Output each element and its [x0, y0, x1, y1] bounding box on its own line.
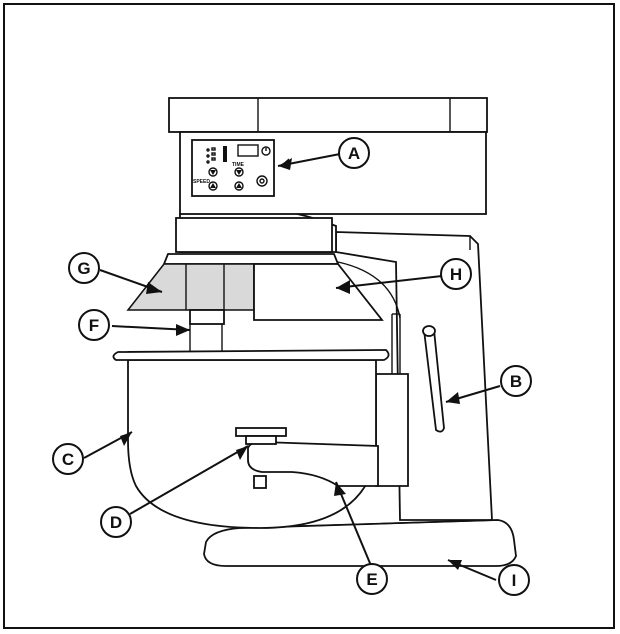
handle-knob	[422, 325, 436, 337]
bowl-clamp-top	[235, 427, 287, 437]
time-down-button-icon	[234, 167, 244, 177]
callout-C: C	[52, 443, 84, 475]
callout-B: B	[500, 365, 532, 397]
svg-text:E: E	[366, 570, 377, 589]
start-button-icon	[256, 175, 268, 187]
svg-text:D: D	[110, 513, 122, 532]
mixer-head-top	[168, 97, 488, 133]
leader-D	[129, 445, 249, 515]
bowl-clamp-nut	[253, 475, 267, 489]
beater-shaft	[189, 309, 225, 325]
callout-H: H	[440, 258, 472, 290]
mixer-base	[203, 519, 517, 567]
svg-text:F: F	[89, 316, 99, 335]
head-collar	[175, 217, 333, 253]
speed-label: SPEED	[193, 179, 210, 185]
callout-I: I	[498, 564, 530, 596]
svg-text:H: H	[450, 265, 462, 284]
speed-up-button-icon	[208, 181, 218, 191]
callout-E: E	[356, 563, 388, 595]
timer-display	[237, 144, 259, 157]
control-panel	[191, 139, 275, 197]
time-up-button-icon	[234, 181, 244, 191]
svg-text:I: I	[512, 571, 517, 590]
mixer-column	[335, 231, 493, 521]
leader-E	[335, 481, 373, 569]
callout-G: G	[68, 252, 100, 284]
speed-indicator	[223, 146, 227, 162]
callout-A: A	[338, 137, 370, 169]
speed-down-button-icon	[208, 167, 218, 177]
leader-H	[335, 275, 443, 289]
callout-D: D	[100, 506, 132, 538]
guard-ring	[162, 253, 340, 265]
timer-knob-icon	[261, 146, 271, 156]
svg-text:G: G	[77, 259, 90, 278]
svg-text:C: C	[62, 450, 74, 469]
callout-F: F	[78, 309, 110, 341]
bowl-rim	[112, 349, 390, 361]
bowl-arm-vertical	[375, 373, 409, 487]
guard-shield-right	[253, 263, 384, 321]
svg-text:A: A	[348, 144, 360, 163]
time-label: TIME	[232, 162, 245, 168]
bowl-clamp-stem	[245, 435, 277, 445]
svg-text:B: B	[510, 372, 522, 391]
